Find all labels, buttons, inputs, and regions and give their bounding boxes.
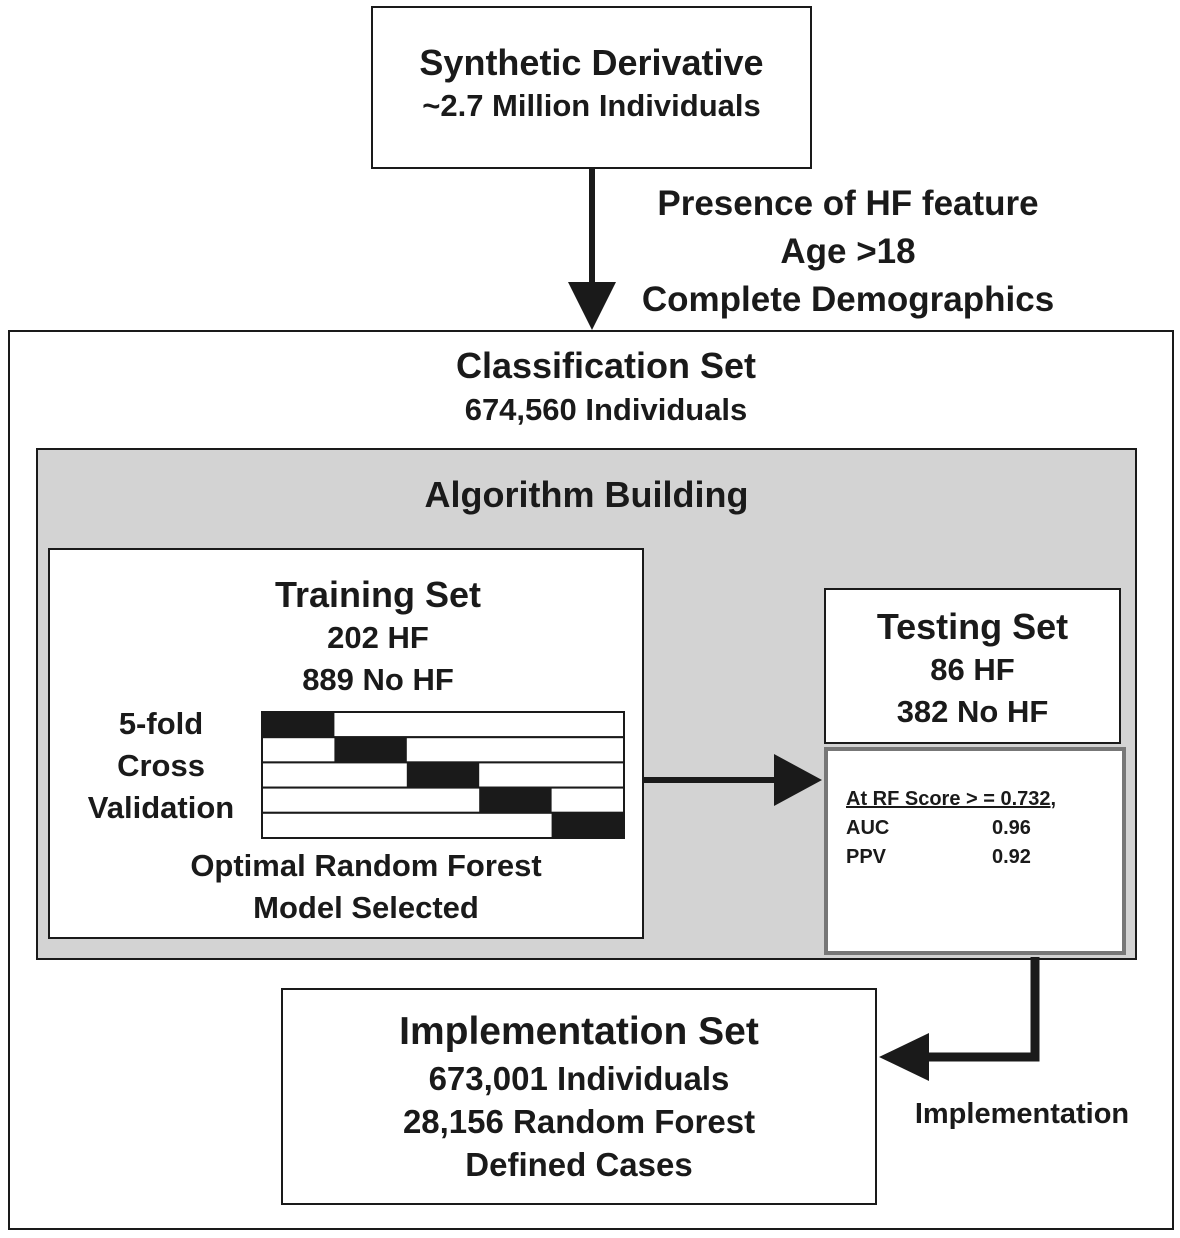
- testing-hf-count: 86 HF: [930, 652, 1015, 687]
- fold-test-cell-4: [479, 787, 552, 813]
- implementation-line-3: Defined Cases: [465, 1146, 693, 1183]
- auc-label: AUC: [846, 817, 890, 839]
- implementation-set-title: Implementation Set: [399, 1010, 759, 1053]
- training-set-title: Training Set: [274, 574, 482, 615]
- arrow-to-implementation: [879, 957, 1040, 1081]
- cross-validation-grid: [261, 711, 625, 839]
- testing-no-hf-count: 382 No HF: [896, 694, 1049, 729]
- fold-test-cell-1: [262, 712, 335, 738]
- implementation-line-1: 673,001 Individuals: [428, 1060, 730, 1097]
- algorithm-building-title: Algorithm Building: [424, 474, 749, 515]
- arrow-training-to-testing: [644, 754, 822, 806]
- cv-label-line-2: Cross: [117, 748, 205, 783]
- fold-row-2: [261, 736, 625, 764]
- cv-label-line-1: 5-fold: [118, 706, 204, 741]
- fold-row-4: [261, 786, 625, 814]
- ppv-label: PPV: [846, 846, 887, 868]
- results-header-threshold: At RF Score > = 0.732: [846, 788, 1051, 810]
- results-box: [824, 747, 1126, 955]
- implementation-arrow-label: Implementation: [914, 1098, 1130, 1130]
- implementation-line-2: 28,156 Random Forest: [402, 1103, 756, 1140]
- implementation-set-box: [281, 988, 877, 1205]
- criterion-hf-feature: Presence of HF feature: [657, 184, 1039, 223]
- classification-set-box: [8, 330, 1174, 1230]
- testing-set-box: [824, 588, 1121, 744]
- fold-test-cell-2: [334, 737, 407, 763]
- classification-set-title: Classification Set: [455, 345, 757, 386]
- fold-test-cell-3: [406, 762, 480, 788]
- criterion-age: Age >18: [780, 232, 916, 271]
- criterion-demographics: Complete Demographics: [641, 280, 1055, 319]
- results-header: At RF Score > = 0.732,: [846, 788, 1056, 811]
- synthetic-derivative-subtitle: ~2.7 Million Individuals: [422, 88, 761, 123]
- results-header-suffix: ,: [1050, 788, 1057, 810]
- fold-test-cell-5: [551, 812, 624, 838]
- training-no-hf-count: 889 No HF: [302, 662, 454, 697]
- auc-value: 0.96: [992, 817, 1031, 839]
- training-footer-line-2: Model Selected: [253, 890, 479, 925]
- training-hf-count: 202 HF: [327, 620, 429, 655]
- synthetic-derivative-box: [371, 6, 812, 169]
- testing-set-title: Testing Set: [876, 606, 1069, 647]
- training-footer-line-1: Optimal Random Forest: [190, 848, 542, 883]
- ppv-value: 0.92: [992, 846, 1031, 868]
- arrow-to-classification: [568, 169, 616, 330]
- cv-label-line-3: Validation: [87, 790, 235, 825]
- synthetic-derivative-title: Synthetic Derivative: [419, 42, 764, 83]
- classification-set-count: 674,560 Individuals: [464, 392, 748, 427]
